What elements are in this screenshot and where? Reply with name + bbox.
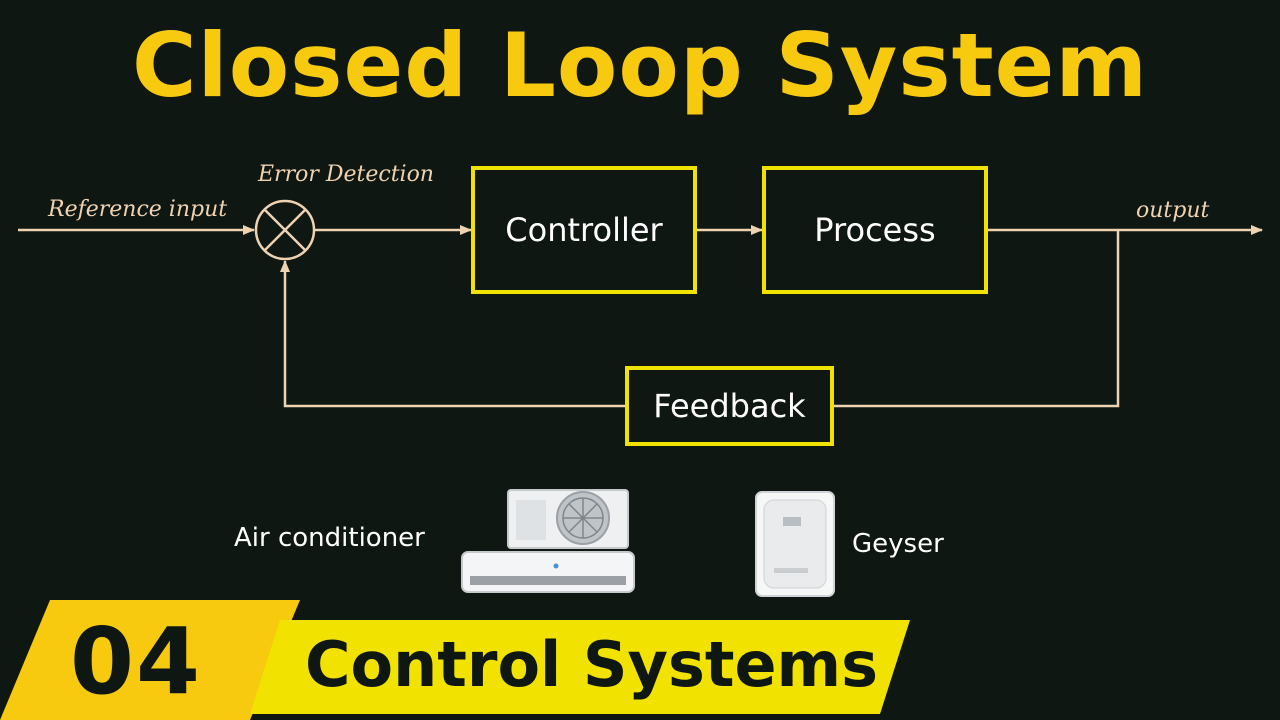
geyser-label: Geyser [852,529,944,559]
output-label: output [1136,198,1210,223]
controller-block: Controller [471,166,697,294]
series-title: Control Systems [305,628,879,701]
summing-junction [254,199,316,261]
series-banner: Control Systems [250,620,910,714]
feedback-block: Feedback [625,366,834,446]
episode-number: 04 [70,608,203,715]
episode-badge: 04 [0,600,300,720]
process-block: Process [762,166,988,294]
air-conditioner-image [461,489,635,593]
page-title: Closed Loop System [131,14,1149,117]
reference-input-label: Reference input [48,197,228,222]
feedback-path-out [834,230,1120,408]
error-detection-label: Error Detection [258,162,434,187]
geyser-image [755,491,835,597]
air-conditioner-label: Air conditioner [234,523,425,553]
feedback-path-return [280,260,625,408]
